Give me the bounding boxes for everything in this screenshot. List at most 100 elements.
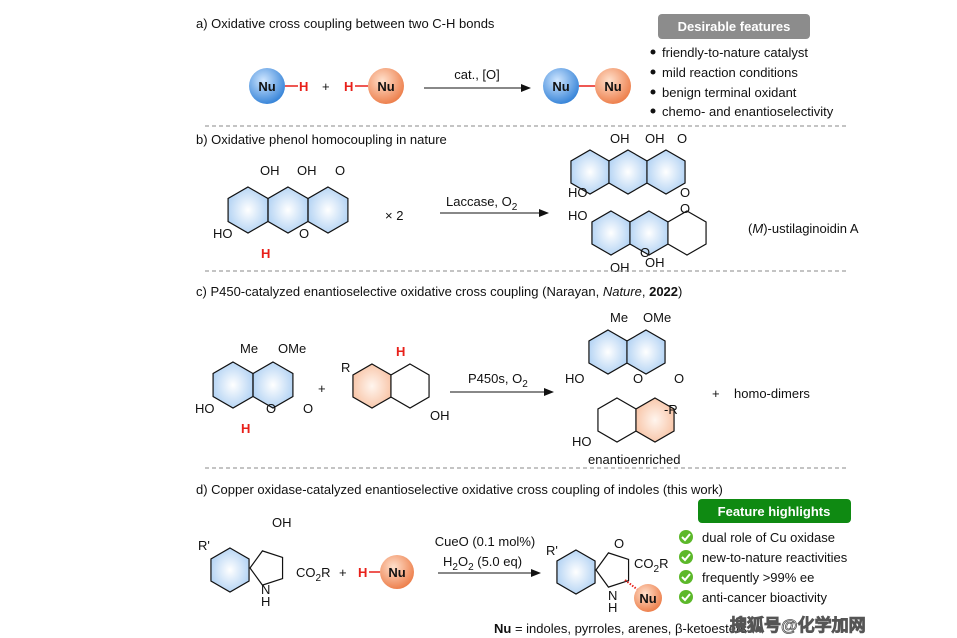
product-name: (M)-ustilaginoidin A bbox=[748, 221, 859, 236]
nu-footnote: Nu = indoles, pyrroles, arenes, β-ketoes… bbox=[494, 621, 747, 636]
nu-ball-orange bbox=[380, 555, 414, 589]
atom-label: R' bbox=[198, 538, 210, 553]
atom-label: O bbox=[303, 401, 313, 416]
conditions: cat., [O] bbox=[454, 67, 500, 82]
nu-ball-orange bbox=[595, 68, 631, 104]
atom-label: OH bbox=[645, 131, 665, 146]
ring bbox=[307, 186, 349, 234]
ring bbox=[252, 361, 294, 409]
molecule-rings bbox=[210, 149, 707, 595]
atom-label: O bbox=[614, 536, 624, 551]
atom-label: HO bbox=[213, 226, 233, 241]
ring bbox=[212, 361, 254, 409]
atom-label: O bbox=[299, 226, 309, 241]
feature-highlights-badge bbox=[698, 499, 851, 523]
section-d-title: d) Copper oxidase-catalyzed enantioselec… bbox=[196, 482, 723, 497]
atom-label: R bbox=[341, 360, 350, 375]
check-icon-mark bbox=[681, 573, 691, 582]
atom-label: HO bbox=[568, 208, 588, 223]
nu-label: Nu bbox=[388, 565, 405, 580]
conditions: CueO (0.1 mol%) bbox=[435, 534, 535, 549]
section-a-title: a) Oxidative cross coupling between two … bbox=[196, 16, 495, 31]
ring bbox=[210, 547, 250, 593]
atom-label: Me bbox=[610, 310, 628, 325]
desirable-features-badge bbox=[658, 14, 810, 39]
times-two: × 2 bbox=[385, 208, 403, 223]
atom-label: OH bbox=[610, 131, 630, 146]
features-list: friendly-to-nature catalyst mild reactio… bbox=[650, 45, 834, 119]
conditions: Laccase, O2 bbox=[446, 194, 518, 213]
feature-item: benign terminal oxidant bbox=[662, 85, 797, 100]
conditions: P450s, O2 bbox=[468, 371, 528, 390]
atom-label: OMe bbox=[643, 310, 671, 325]
highlight-item: anti-cancer bioactivity bbox=[702, 590, 827, 605]
atom-label: CO2R bbox=[296, 565, 330, 584]
nu-label: Nu bbox=[377, 79, 394, 94]
atom-label: N bbox=[608, 588, 617, 603]
check-icon bbox=[679, 590, 693, 604]
ring bbox=[646, 149, 686, 195]
h-label: H bbox=[299, 79, 308, 94]
ring bbox=[227, 186, 269, 234]
atom-label: HO bbox=[568, 185, 588, 200]
atom-label: CO2R bbox=[634, 556, 668, 575]
nu-label: Nu bbox=[552, 79, 569, 94]
ring bbox=[352, 363, 392, 409]
ring bbox=[667, 210, 707, 256]
atom-label: HO bbox=[195, 401, 215, 416]
feature-item: mild reaction conditions bbox=[662, 65, 798, 80]
highlight-item: dual role of Cu oxidase bbox=[702, 530, 835, 545]
ring bbox=[626, 329, 666, 375]
badge-label: Feature highlights bbox=[718, 504, 831, 519]
atom-label: Me bbox=[240, 341, 258, 356]
highlight-item: frequently >99% ee bbox=[702, 570, 814, 585]
nu-ball-orange bbox=[368, 68, 404, 104]
plus-sign: + bbox=[318, 381, 326, 396]
homo-dimers-label: + homo-dimers bbox=[712, 386, 810, 401]
ring bbox=[635, 397, 675, 443]
check-icon bbox=[679, 550, 693, 564]
atom-label: -R bbox=[664, 402, 678, 417]
check-icon-mark bbox=[681, 533, 691, 542]
h-label: H bbox=[344, 79, 353, 94]
atom-label: HO bbox=[572, 434, 592, 449]
ring bbox=[556, 549, 596, 595]
highlights-list: dual role of Cu oxidase new-to-nature rea… bbox=[679, 530, 848, 605]
ring bbox=[597, 397, 637, 443]
h-label: H bbox=[358, 565, 367, 580]
watermark: 搜狐号@化学加网 bbox=[730, 615, 866, 635]
ring bbox=[608, 149, 648, 195]
plus-sign: + bbox=[322, 79, 330, 94]
ring bbox=[390, 363, 430, 409]
atom-label: O bbox=[677, 131, 687, 146]
atom-label: O bbox=[633, 371, 643, 386]
ring bbox=[595, 552, 630, 588]
nu-label: Nu bbox=[639, 591, 656, 606]
nu-ball-blue bbox=[249, 68, 285, 104]
atom-label: O bbox=[680, 201, 690, 216]
atom-label: OMe bbox=[278, 341, 306, 356]
feature-item: chemo- and enantioselectivity bbox=[662, 104, 834, 119]
highlight-item: new-to-nature reactivities bbox=[702, 550, 848, 565]
atom-label: H bbox=[261, 594, 270, 609]
ring bbox=[249, 550, 284, 586]
badge-label: Desirable features bbox=[678, 19, 791, 34]
check-icon bbox=[679, 530, 693, 544]
atom-label: O bbox=[674, 371, 684, 386]
nu-label: Nu bbox=[258, 79, 275, 94]
enantioenriched-label: enantioenriched bbox=[588, 452, 681, 467]
atom-label: O bbox=[335, 163, 345, 178]
conditions: H2O2 (5.0 eq) bbox=[443, 554, 522, 573]
atom-label: OH bbox=[430, 408, 450, 423]
ring bbox=[588, 329, 628, 375]
atom-label: OH bbox=[297, 163, 317, 178]
h-label: H bbox=[396, 344, 405, 359]
ring bbox=[591, 210, 631, 256]
atom-label: OH bbox=[645, 255, 665, 270]
plus-sign: + bbox=[339, 565, 347, 580]
atom-label: H bbox=[608, 600, 617, 615]
atom-label: OH bbox=[610, 260, 630, 275]
atom-label: O bbox=[266, 401, 276, 416]
